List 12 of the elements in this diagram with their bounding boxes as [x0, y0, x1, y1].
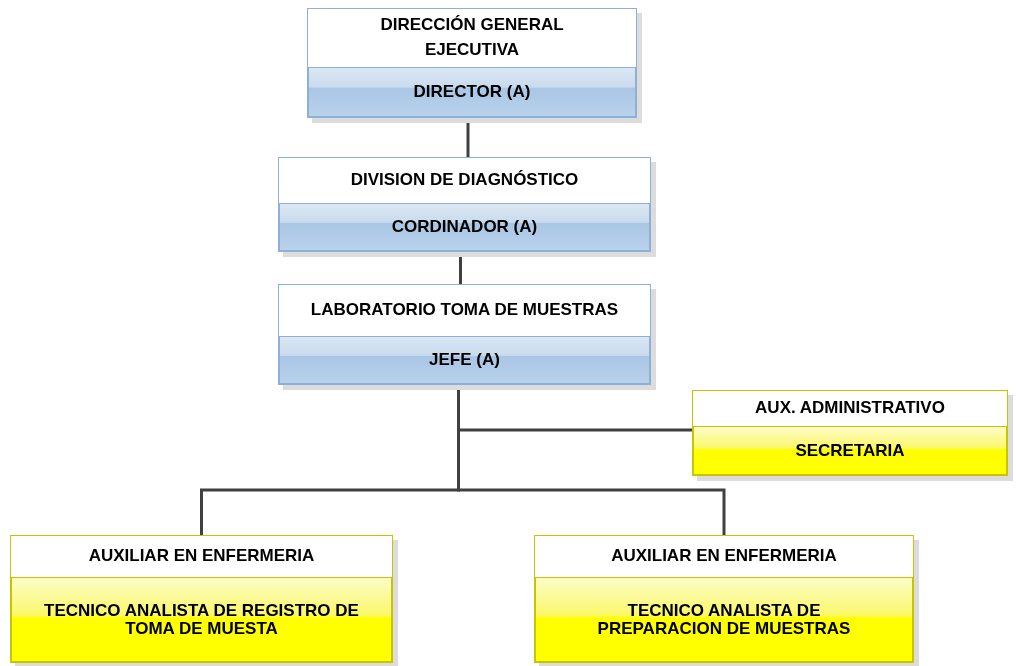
role-band: SECRETARIA: [693, 426, 1007, 475]
role-band: DIRECTOR (A): [308, 67, 636, 117]
role-band: JEFE (A): [279, 336, 650, 384]
unit-name: AUXILIAR EN ENFERMERIA: [88, 545, 315, 568]
unit-name: AUX. ADMINISTRATIVO: [755, 397, 945, 420]
role-band: TECNICO ANALISTA DE REGISTRO DE TOMA DE MUESTA: [11, 577, 392, 662]
unit-name: DIVISION DE DIAGNÓSTICO: [350, 169, 579, 192]
unit-name: DIRECCIÓN GENERAL EJECUTIVA: [379, 14, 565, 61]
role-band: CORDINADOR (A): [279, 203, 650, 251]
unit-name: LABORATORIO TOMA DE MUESTRAS: [310, 299, 619, 322]
role-band: TECNICO ANALISTA DE PREPARACION DE MUESTRAS: [535, 577, 913, 662]
unit-name: AUXILIAR EN ENFERMERIA: [611, 545, 837, 568]
